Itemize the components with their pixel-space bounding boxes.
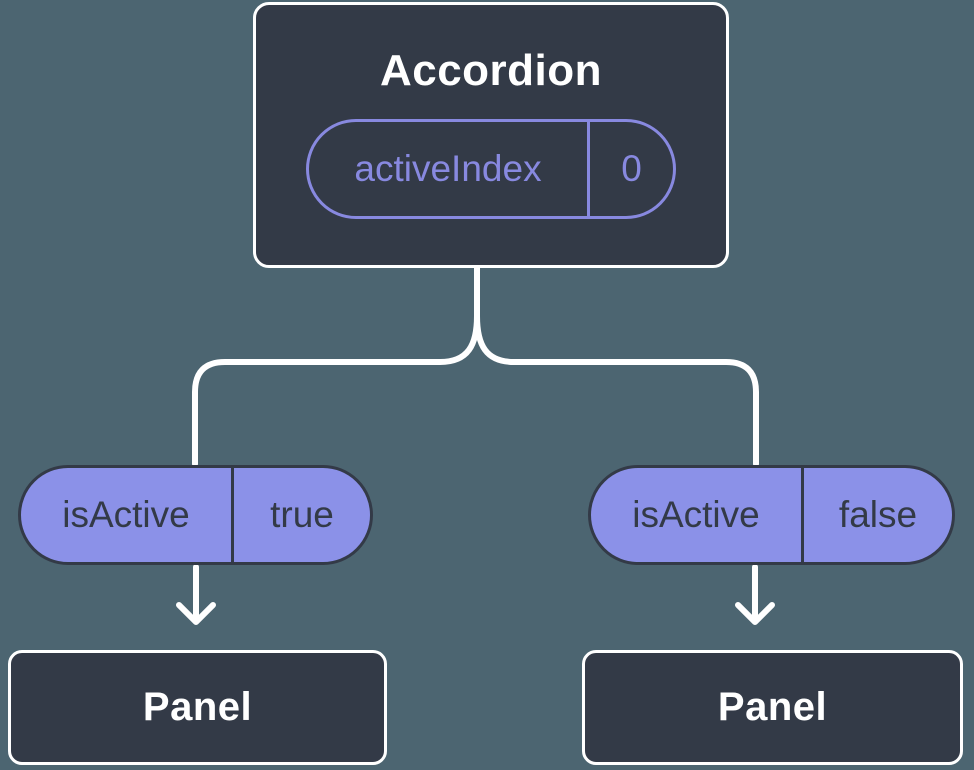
- pill-divider: [587, 122, 590, 216]
- state-pill: activeIndex 0: [306, 119, 676, 219]
- panel-node-left: Panel: [8, 650, 387, 765]
- panel-label: Panel: [717, 685, 828, 729]
- accordion-node: Accordion activeIndex 0: [253, 2, 729, 268]
- panel-node-right: Panel: [582, 650, 963, 765]
- accordion-title: Accordion: [379, 46, 603, 95]
- panel-label: Panel: [142, 685, 253, 729]
- state-name: activeIndex: [354, 148, 542, 189]
- prop-pill-isactive-false: isActive false: [588, 465, 955, 565]
- state-value: 0: [621, 148, 642, 189]
- branch-line-left: [192, 262, 480, 467]
- arrow-chevron: [176, 602, 216, 625]
- arrow-chevron: [735, 602, 775, 625]
- branch-line-right: [474, 262, 759, 467]
- prop-name: isActive: [632, 494, 760, 535]
- prop-value: true: [270, 494, 334, 535]
- prop-value: false: [838, 494, 918, 535]
- prop-name: isActive: [62, 494, 190, 535]
- prop-pill-isactive-true: isActive true: [18, 465, 373, 565]
- arrow-down-icon: [176, 564, 216, 625]
- pill-divider: [231, 468, 234, 562]
- pill-divider: [801, 468, 804, 562]
- arrow-down-icon: [735, 564, 775, 625]
